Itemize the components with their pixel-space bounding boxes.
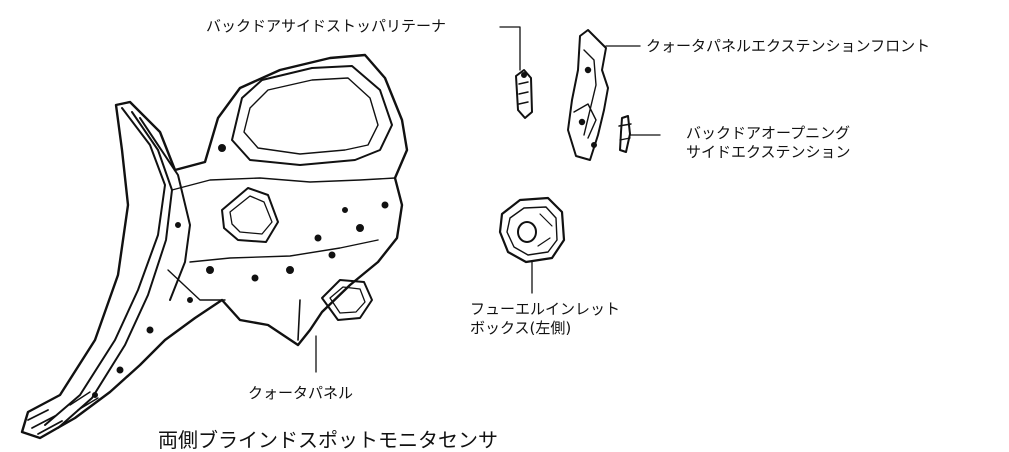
opening-extension-part xyxy=(618,115,632,153)
diagram-caption: 両側ブラインドスポットモニタセンサ xyxy=(158,428,498,452)
quarter-panel-label: クォータパネル xyxy=(248,384,354,402)
opening-extension-label-line-2: サイドエクステンション xyxy=(686,143,851,161)
fuel-inlet-box-label-line-1: フューエルインレット xyxy=(470,300,621,318)
opening-extension-label-line-1: バックドアオープニング xyxy=(686,124,851,142)
quarter-panel-part xyxy=(20,53,409,440)
leader-lines xyxy=(315,26,661,373)
stopper-retainer-part xyxy=(515,69,533,119)
quarter-extension-front-label: クォータパネルエクステンションフロント xyxy=(646,37,931,55)
fuel-inlet-box-part xyxy=(498,196,566,264)
fuel-inlet-box-label-line-2: ボックス(左側) xyxy=(470,319,572,337)
stopper-retainer-label: バックドアサイドストッパリテーナ xyxy=(206,17,447,35)
quarter-extension-front-part xyxy=(567,29,609,161)
